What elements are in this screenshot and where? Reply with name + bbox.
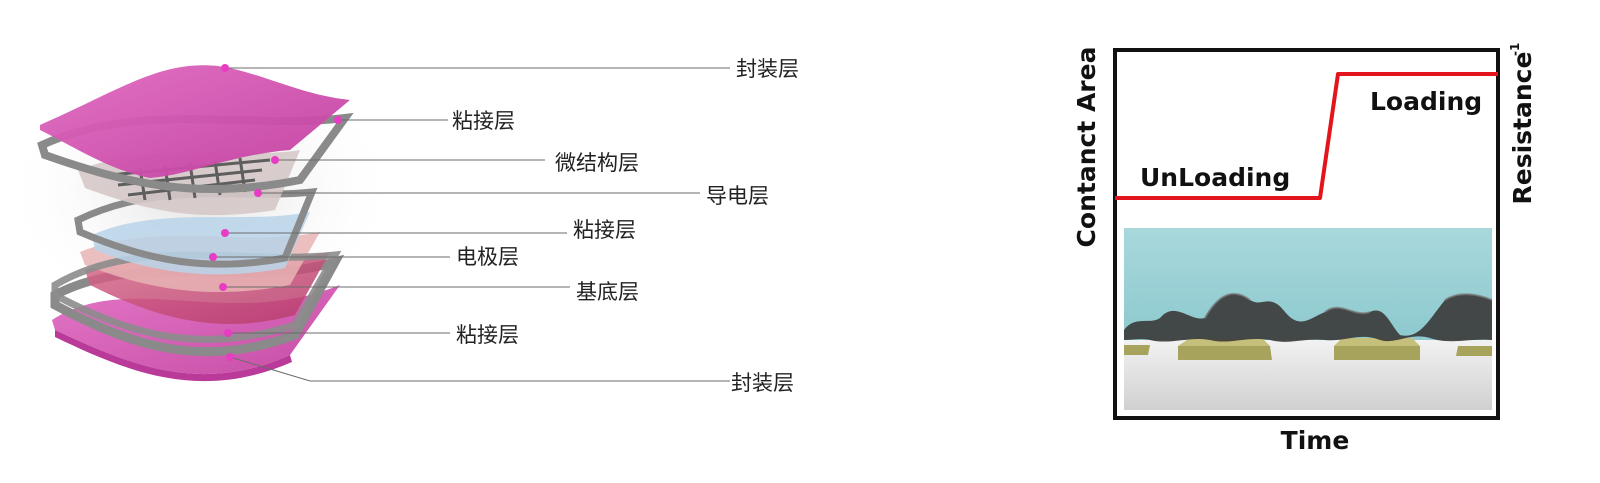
electrode-pad [1456, 346, 1492, 356]
encapsulation-layer-bottom-edge [55, 330, 292, 382]
marker-dot [221, 64, 229, 72]
layer-labels: 封装层 粘接层 微结构层 导电层 粘接层 电极层 基底层 粘接层 封装层 [452, 57, 799, 395]
electrode-pad [1178, 338, 1270, 346]
label-encap-top: 封装层 [736, 57, 799, 81]
label-electrode: 电极层 [456, 245, 519, 269]
label-conductive: 导电层 [706, 184, 769, 208]
marker-dot [226, 353, 234, 361]
electrode-pads [1124, 338, 1492, 360]
encapsulation-layer-top [40, 65, 350, 178]
loading-label: Loading [1370, 87, 1482, 116]
y-axis-right-title-group: Resistance -1 [1508, 43, 1537, 205]
microstructure-film [1124, 293, 1492, 342]
label-microstructure: 微结构层 [555, 151, 639, 175]
marker-dot [334, 116, 342, 124]
label-substrate: 基底层 [576, 280, 639, 304]
electrode-pad [1178, 346, 1272, 360]
response-schematic: UnLoading Loading Time Contanct Area Res… [1072, 43, 1537, 455]
y-axis-left-title: Contanct Area [1072, 47, 1101, 248]
leader-lines [213, 67, 730, 382]
marker-dot [271, 156, 279, 164]
marker-dot [224, 329, 232, 337]
x-axis-title: Time [1281, 426, 1350, 455]
marker-dot [219, 283, 227, 291]
unloading-label: UnLoading [1140, 163, 1290, 192]
deformation-scene [1124, 228, 1493, 410]
leader-line-encap-bottom [229, 356, 730, 382]
label-adhesive-1: 粘接层 [452, 109, 515, 133]
microstructure-film-highlight [1204, 293, 1493, 319]
marker-dot [254, 189, 262, 197]
y-axis-right-superscript: -1 [1508, 43, 1522, 56]
y-axis-right-title: Resistance [1508, 52, 1537, 205]
label-adhesive-2: 粘接层 [573, 218, 636, 242]
label-adhesive-3: 粘接层 [456, 323, 519, 347]
electrode-pad [1124, 345, 1150, 355]
marker-dots [209, 64, 342, 361]
layer-stack-illustration [0, 50, 400, 382]
step-signal-line [1115, 72, 1498, 200]
label-encap-bottom: 封装层 [731, 371, 794, 395]
electrode-pad [1334, 346, 1420, 360]
plot-frame [1113, 48, 1500, 420]
marker-dot [209, 253, 217, 261]
marker-dot [221, 229, 229, 237]
electrode-pad [1334, 338, 1420, 346]
